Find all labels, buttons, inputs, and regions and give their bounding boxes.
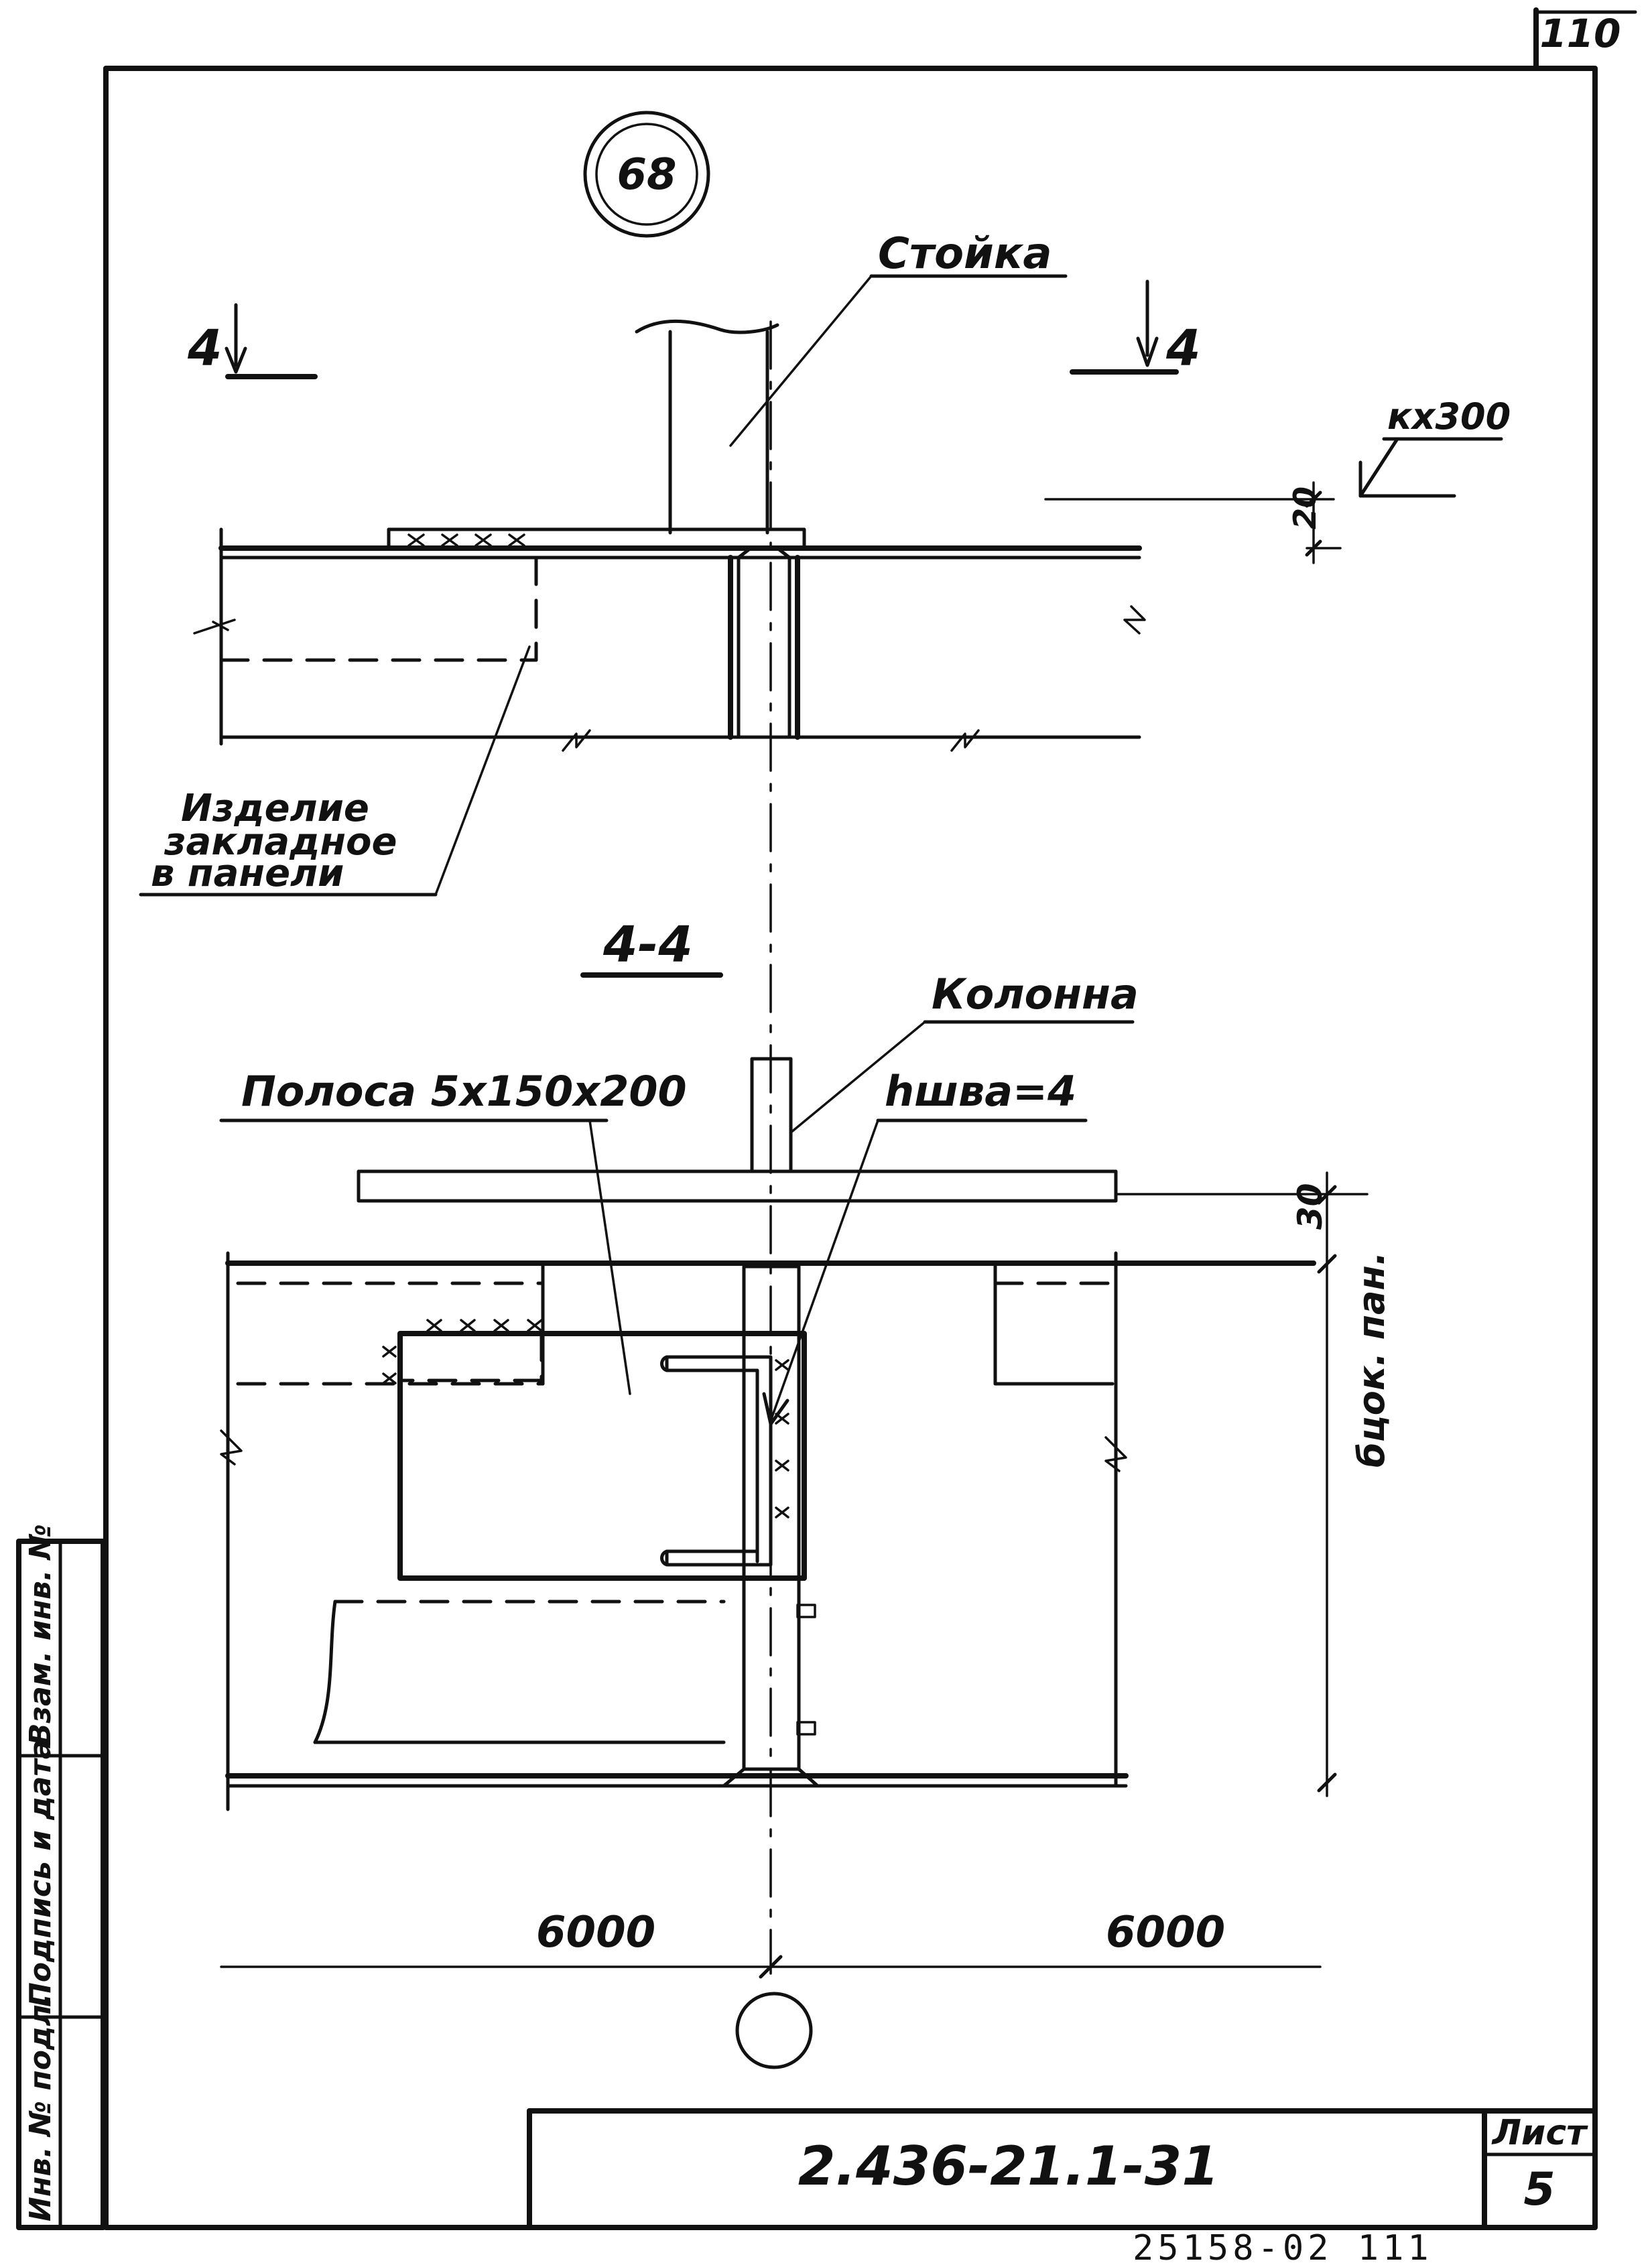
weld-size-label: hшва=4 [762, 1067, 1088, 1426]
svg-text:закладное: закладное [164, 820, 397, 864]
stamp-cell-vzam: Взам. инв. № [23, 1524, 58, 1746]
detail-marker: 68 [583, 111, 710, 238]
izdelie-label: Изделие закладное в панели [139, 645, 531, 897]
svg-text:в панели: в панели [151, 852, 344, 895]
weld-crosses-top [407, 533, 525, 547]
svg-text:Изделие: Изделие [181, 787, 369, 830]
svg-text:кx300: кx300 [1387, 395, 1511, 438]
polosa-label: Полоса 5х150х200 [219, 1067, 687, 1395]
top-view-panel [193, 527, 1146, 752]
svg-text:бцок. пан.: бцок. пан. [1350, 1252, 1393, 1468]
svg-text:hшва=4: hшва=4 [885, 1067, 1076, 1116]
span-dimension: 6000 6000 [220, 1908, 1322, 1979]
svg-text:4: 4 [187, 320, 223, 377]
corner-number: 110 [1539, 11, 1621, 56]
sheet-number: 5 [1523, 2163, 1555, 2216]
section-title: 4-4 [580, 916, 723, 978]
svg-text:20: 20 [1287, 487, 1323, 529]
section-mark-left: 4 [187, 303, 318, 379]
stoyka-column [635, 320, 779, 535]
sheet-frame [103, 66, 1598, 2230]
svg-text:Полоса 5х150х200: Полоса 5х150х200 [241, 1067, 687, 1116]
title-block: 2.436-21.1-31 Лист 5 [527, 2108, 1598, 2230]
stoyka-label: Стойка [729, 229, 1068, 447]
section-panels [220, 1251, 1316, 1811]
svg-text:Стойка: Стойка [878, 229, 1052, 279]
weld-crosses-section [382, 1319, 789, 1518]
svg-text:6000: 6000 [1106, 1908, 1225, 1957]
archive-number: 25158-02 111 [1133, 2228, 1433, 2263]
svg-text:6000: 6000 [536, 1908, 655, 1957]
stamp-cell-sign: Подпись и дата [23, 1739, 58, 2007]
dim-20: 20 [1044, 481, 1342, 564]
svg-text:30: 30 [1291, 1183, 1330, 1230]
stamp-cell-inv: Инв. № подл. [23, 1994, 58, 2221]
channel-section [660, 1355, 773, 1567]
designation: 2.436-21.1-31 [798, 2135, 1219, 2197]
embedded-plate-section [382, 1319, 807, 1581]
dim-30: 30 бцок. пан. [1115, 1171, 1393, 1797]
detail-marker-number: 68 [617, 150, 676, 200]
section-mark-right: 4 [1070, 279, 1201, 377]
column-section [357, 1057, 1118, 1203]
side-stamp: Инв. № подл. Подпись и дата Взам. инв. № [16, 1524, 106, 2230]
kolonna-label: Колонна [789, 970, 1139, 1134]
corner-number-box: 110 [1533, 7, 1637, 71]
svg-text:4-4: 4-4 [602, 916, 693, 974]
svg-text:4: 4 [1165, 320, 1201, 377]
joint-filler [722, 1265, 820, 1788]
svg-text:Колонна: Колонна [932, 970, 1139, 1019]
axis-bubble [735, 1992, 813, 2069]
weld-label-top: кx300 [1358, 395, 1511, 498]
sheet-label: Лист [1491, 2113, 1588, 2153]
